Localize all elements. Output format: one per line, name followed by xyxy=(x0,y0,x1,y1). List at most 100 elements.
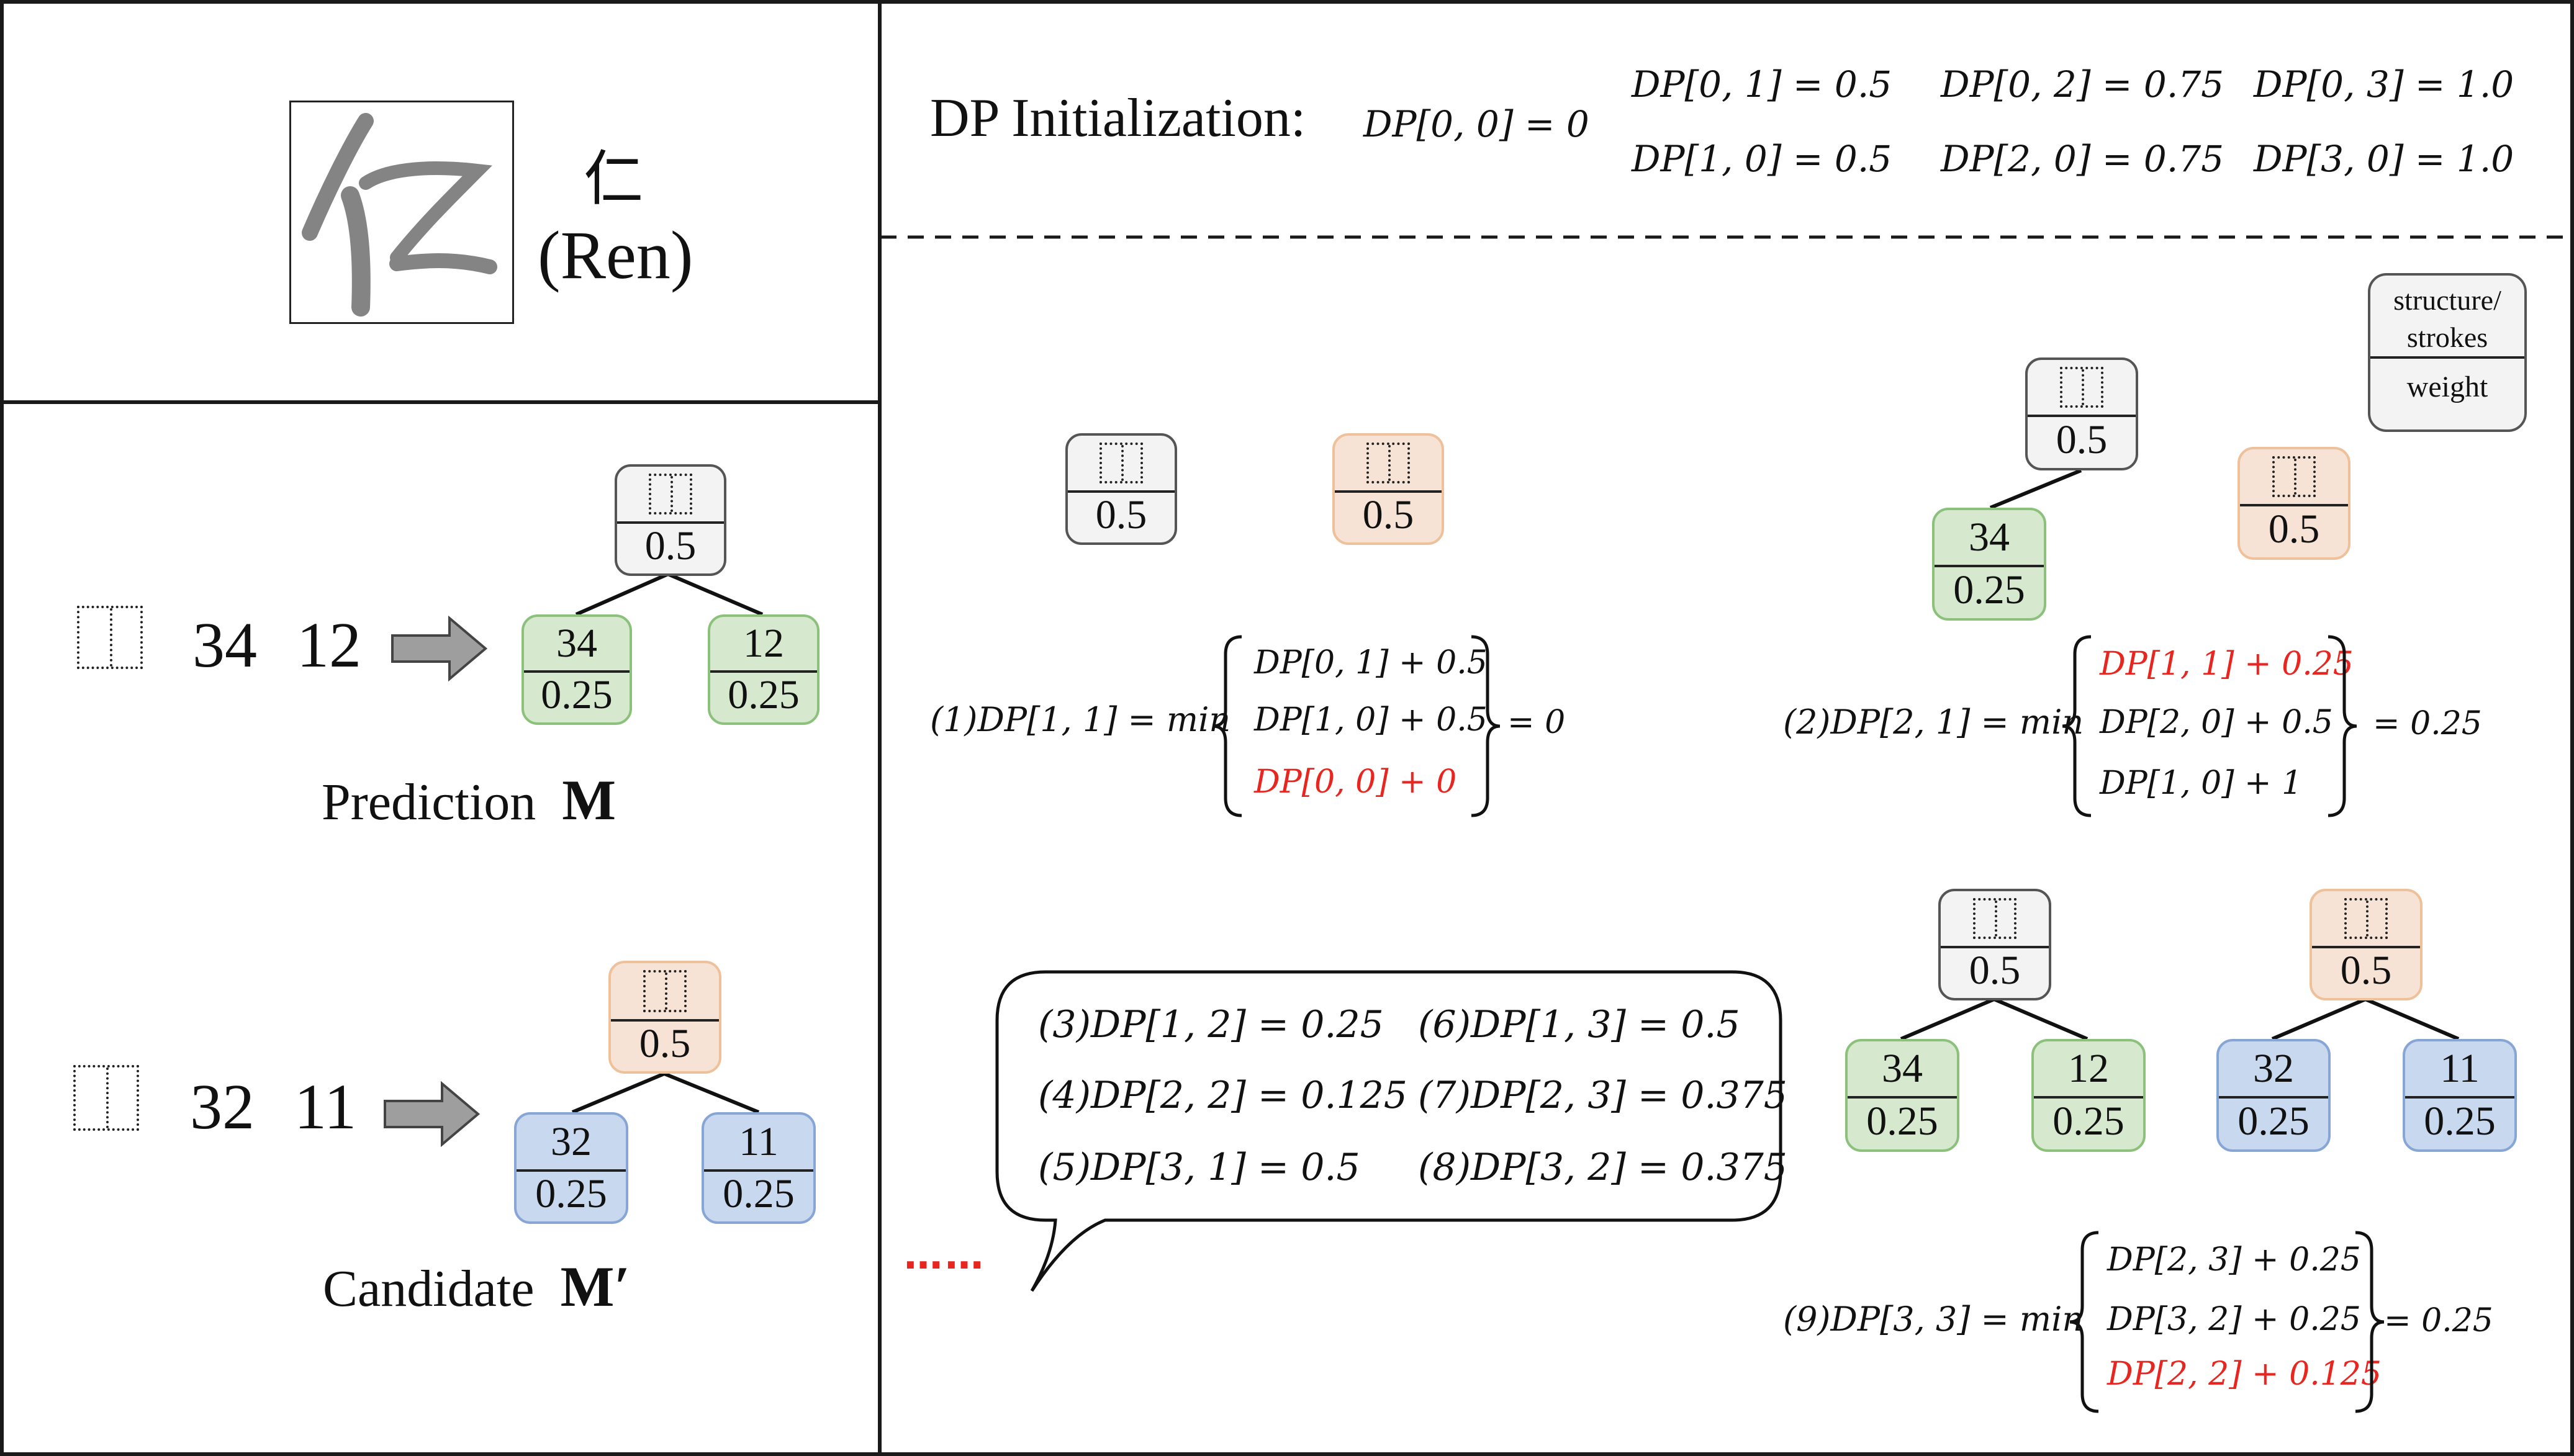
step9-right-brace xyxy=(2355,1231,2385,1413)
arrow-icon xyxy=(384,1081,481,1148)
structure-icon xyxy=(2272,456,2316,497)
step2-right-brace xyxy=(2328,635,2357,817)
step2-root-node: 0.5 xyxy=(2025,357,2138,470)
node-weight: 0.25 xyxy=(728,672,800,717)
step9-lhs: (9)DP[3, 3] = min xyxy=(1783,1300,2084,1339)
node-weight: 0.25 xyxy=(2424,1099,2496,1144)
step9-case: DP[3, 2] + 0.25 xyxy=(2107,1301,2361,1338)
init-title: DP Initialization: xyxy=(930,88,1306,148)
step2-result: = 0.25 xyxy=(2373,705,2482,742)
node-weight: 0.5 xyxy=(2340,948,2392,993)
structure-icon xyxy=(1100,443,1143,483)
handwriting-strokes xyxy=(302,113,497,317)
init-r2c1: DP[1, 0] = 0.5 xyxy=(1632,138,1892,180)
prediction-child-node: 12 0.25 xyxy=(708,614,820,725)
candidate-seq-2: 11 xyxy=(294,1071,357,1143)
bubble-item: (6)DP[1, 3] = 0.5 xyxy=(1418,1003,1740,1046)
structure-icon xyxy=(73,1065,139,1131)
step9-tree-b-child: 11 0.25 xyxy=(2403,1039,2517,1152)
bubble-item: (8)DP[3, 2] = 0.375 xyxy=(1418,1146,1787,1189)
step1-node-gray: 0.5 xyxy=(1065,433,1177,545)
prediction-tree-edges xyxy=(575,572,764,616)
step1-left-brace xyxy=(1212,635,1242,817)
node-weight: 0.25 xyxy=(1953,567,2025,613)
step1-right-brace xyxy=(1471,635,1501,817)
vertical-divider xyxy=(878,0,882,1456)
structure-icon xyxy=(2060,367,2103,408)
step9-tree-a-root: 0.5 xyxy=(1938,889,2051,1000)
init-base: DP[0, 0] = 0 xyxy=(1363,103,1589,145)
step1-case-selected: DP[0, 0] + 0 xyxy=(1254,763,1457,801)
prediction-label: Prediction M xyxy=(322,767,616,833)
node-weight: 0.25 xyxy=(2052,1099,2125,1144)
step2-case-selected: DP[1, 1] + 0.25 xyxy=(2100,645,2354,683)
candidate-symbol: M′ xyxy=(560,1255,631,1318)
step1-case: DP[0, 1] + 0.5 xyxy=(1254,644,1488,681)
step1-result: = 0 xyxy=(1507,704,1566,741)
legend-box: structure/ strokes weight xyxy=(2368,273,2527,432)
bubble-item: (3)DP[1, 2] = 0.25 xyxy=(1038,1003,1384,1046)
node-strokes: 12 xyxy=(743,621,784,666)
structure-icon xyxy=(649,474,692,515)
step2-left-brace xyxy=(2062,635,2092,817)
legend-structure: structure/ xyxy=(2393,284,2501,316)
step9-tree-a-child: 12 0.25 xyxy=(2031,1039,2146,1152)
dashed-divider xyxy=(880,235,2574,239)
step9-tree-b-child: 32 0.25 xyxy=(2216,1039,2331,1152)
step2-lhs: (2)DP[2, 1] = min xyxy=(1783,703,2084,742)
candidate-tree-edges xyxy=(571,1072,760,1114)
step9-tree-b-root: 0.5 xyxy=(2310,889,2423,1000)
step9-left-brace xyxy=(2069,1231,2099,1413)
structure-icon xyxy=(1973,898,2016,939)
node-strokes: 34 xyxy=(1969,515,2010,560)
node-weight: 0.25 xyxy=(723,1171,795,1216)
node-weight: 0.5 xyxy=(2268,506,2320,552)
step9-case-selected: DP[2, 2] + 0.125 xyxy=(2107,1355,2382,1393)
node-strokes: 12 xyxy=(2068,1046,2109,1091)
step2-child-node: 34 0.25 xyxy=(1932,508,2046,621)
node-weight: 0.25 xyxy=(2238,1099,2310,1144)
structure-icon xyxy=(2344,898,2388,939)
candidate-label: Candidate M′ xyxy=(323,1254,630,1319)
structure-icon xyxy=(643,970,687,1012)
bubble-item: (7)DP[2, 3] = 0.375 xyxy=(1418,1074,1787,1117)
init-r1c3: DP[0, 3] = 1.0 xyxy=(2254,63,2514,106)
node-weight: 0.5 xyxy=(1095,492,1147,537)
node-strokes: 32 xyxy=(551,1119,592,1164)
prediction-seq-2: 12 xyxy=(297,609,361,681)
init-r2c3: DP[3, 0] = 1.0 xyxy=(2254,138,2514,180)
candidate-child-node: 32 0.25 xyxy=(514,1112,628,1224)
bubble-item: (5)DP[3, 1] = 0.5 xyxy=(1038,1146,1360,1189)
prediction-child-node: 34 0.25 xyxy=(522,614,632,725)
node-weight: 0.5 xyxy=(1362,492,1414,537)
candidate-seq-1: 32 xyxy=(190,1071,255,1143)
structure-icon xyxy=(77,606,143,669)
legend-weight: weight xyxy=(2406,371,2488,403)
prediction-symbol: M xyxy=(562,768,616,832)
step1-node-orange: 0.5 xyxy=(1332,433,1444,545)
node-strokes: 34 xyxy=(556,621,597,666)
step2-case: DP[2, 0] + 0.5 xyxy=(2100,704,2333,741)
prediction-label-text: Prediction xyxy=(322,773,536,831)
structure-icon xyxy=(1366,443,1410,483)
init-r2c2: DP[2, 0] = 0.75 xyxy=(1941,138,2224,180)
node-weight: 0.25 xyxy=(535,1171,607,1216)
speech-bubble xyxy=(995,970,1782,1292)
prediction-seq-1: 34 xyxy=(192,609,257,681)
node-strokes: 11 xyxy=(739,1119,779,1164)
candidate-root-node: 0.5 xyxy=(608,961,721,1074)
left-horizontal-divider xyxy=(0,400,880,404)
step9-case: DP[2, 3] + 0.25 xyxy=(2107,1241,2361,1278)
node-weight: 0.5 xyxy=(1969,948,2021,993)
ellipsis: …… xyxy=(904,1233,986,1278)
step1-case: DP[1, 0] + 0.5 xyxy=(1254,701,1488,739)
step2-case: DP[1, 0] + 1 xyxy=(2100,765,2303,802)
character-pinyin: (Ren) xyxy=(538,217,693,293)
prediction-root-node: 0.5 xyxy=(615,464,726,576)
step9-result: = 0.25 xyxy=(2384,1302,2493,1339)
node-weight: 0.25 xyxy=(1866,1099,1938,1144)
node-strokes: 34 xyxy=(1882,1046,1923,1091)
